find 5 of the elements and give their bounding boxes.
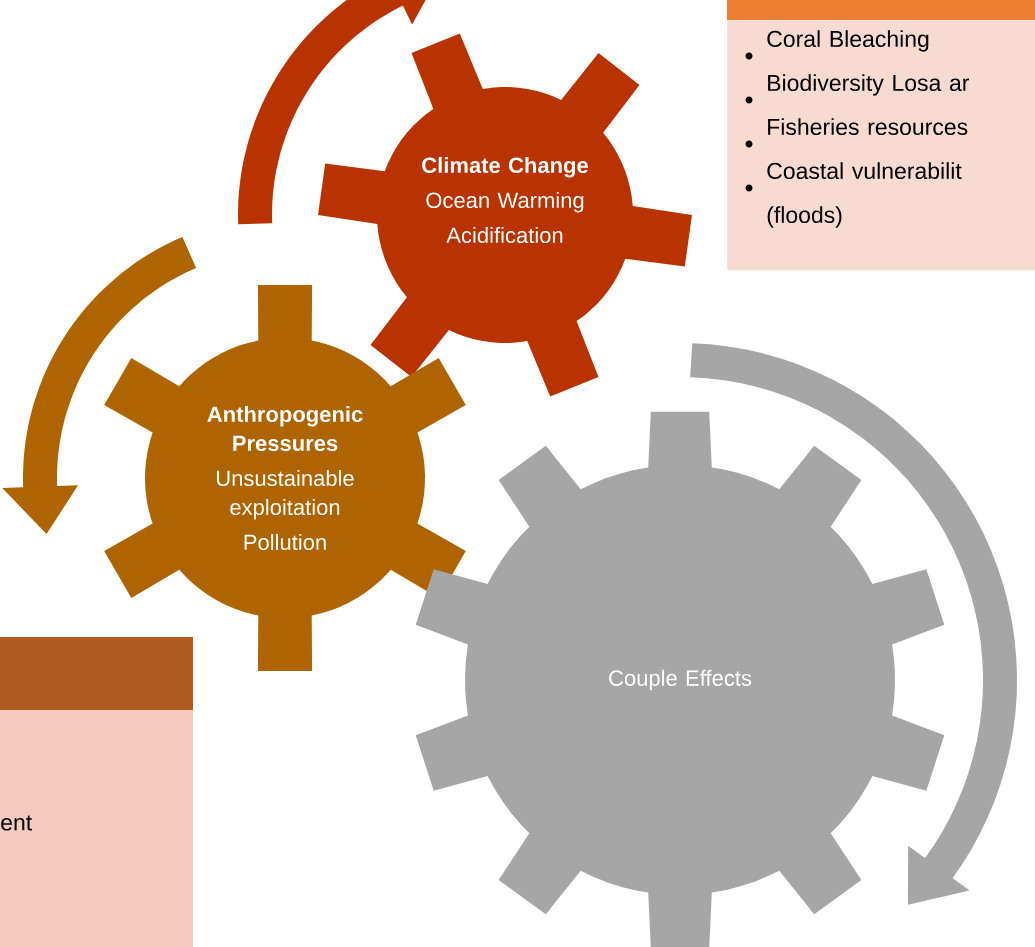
text-box: ent xyxy=(0,710,193,947)
gear: Anthropogenic Pressures Unsustainable exploitation Pollution xyxy=(104,284,466,672)
gear: Climate Change Ocean Warming Acidification xyxy=(318,33,692,397)
gear: Couple Effects xyxy=(415,411,945,947)
text-box: Coral Bleaching Biodiversity Losa ar Fisheries resources Coastal vulnerabilit (floods) xyxy=(727,20,1035,271)
